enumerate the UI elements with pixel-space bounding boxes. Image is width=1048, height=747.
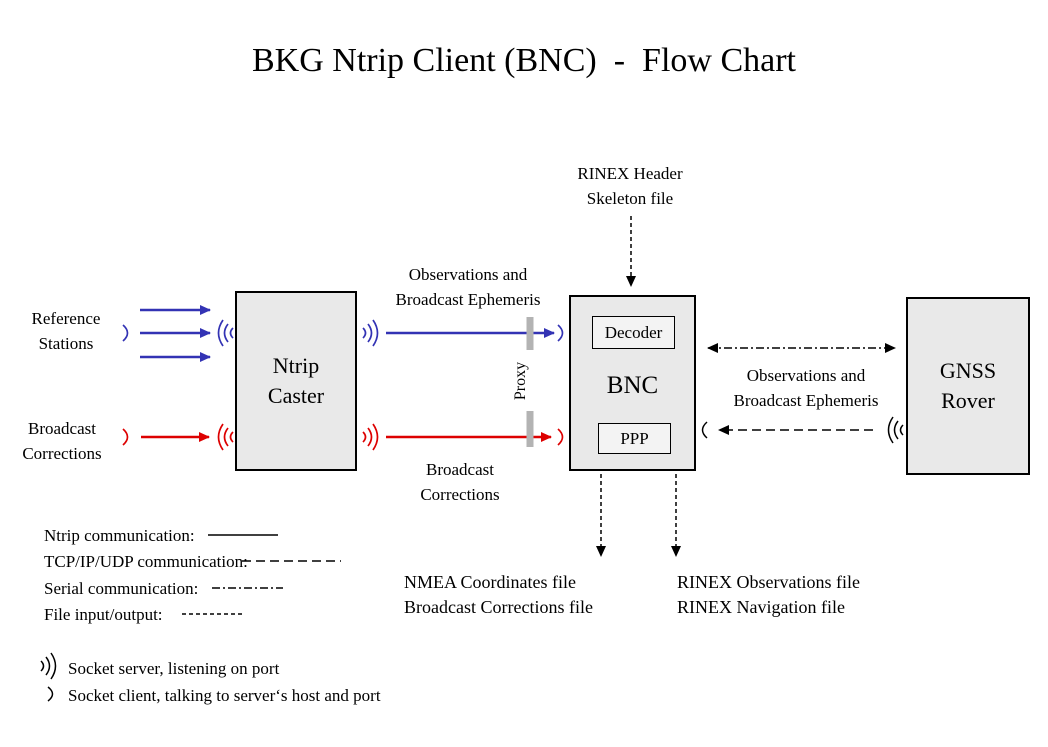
node-ntrip-caster: Ntrip Caster [235, 291, 357, 471]
ntrip-caster-label: Ntrip Caster [267, 353, 325, 408]
node-decoder: Decoder [592, 316, 675, 349]
ppp-label: PPP [620, 428, 649, 448]
socket-server-icon [40, 652, 57, 680]
legend-socket-client-label: Socket client, talking to server‘s host … [68, 686, 381, 705]
rinex-files-label: RINEX Observations file RINEX Navigation… [677, 572, 860, 617]
page-title: BKG Ntrip Client (BNC) - Flow Chart [252, 42, 796, 79]
refstation-arrows [140, 305, 211, 362]
observations-ephemeris-top-label: Observations and Broadcast Ephemeris [395, 265, 541, 309]
legend-file-label: File input/output: [44, 605, 163, 624]
legend-socket-server-label: Socket server, listening on port [68, 659, 280, 678]
proxy-label: Proxy [512, 361, 529, 401]
observations-ephemeris-right-label: Observations and Broadcast Ephemeris [733, 366, 879, 410]
socket-client-icon [557, 428, 564, 446]
node-gnss-rover: GNSS Rover [906, 297, 1030, 475]
broadcast-corrections-mid-label: Broadcast Corrections [420, 460, 500, 504]
socket-client-icon [701, 421, 708, 439]
socket-client-icon [557, 324, 564, 342]
legend-tcp-label: TCP/IP/UDP communication: [44, 552, 248, 571]
socket-server-icon [217, 423, 234, 451]
socket-client-icon [47, 686, 54, 702]
broadcast-corrections-input-label: Broadcast Corrections [22, 419, 102, 463]
socket-client-icon [122, 324, 129, 342]
reference-stations-label: Reference Stations [31, 309, 101, 353]
nmea-files-label: NMEA Coordinates file Broadcast Correcti… [404, 572, 593, 617]
decoder-label: Decoder [604, 322, 663, 342]
node-ppp: PPP [598, 423, 671, 454]
socket-server-icon [887, 416, 904, 444]
bnc-label: BNC [606, 372, 659, 399]
socket-server-icon [362, 423, 379, 451]
socket-client-icon [122, 428, 129, 446]
node-bnc: Decoder BNC PPP [569, 295, 696, 471]
gnss-rover-label: GNSS Rover [939, 358, 997, 413]
socket-server-icon [362, 319, 379, 347]
rinex-header-skeleton-label: RINEX Header Skeleton file [577, 164, 683, 208]
legend-serial-label: Serial communication: [44, 579, 199, 598]
socket-server-icon [217, 319, 234, 347]
proxy-bar [526, 317, 534, 447]
legend-ntrip-label: Ntrip communication: [44, 526, 195, 545]
